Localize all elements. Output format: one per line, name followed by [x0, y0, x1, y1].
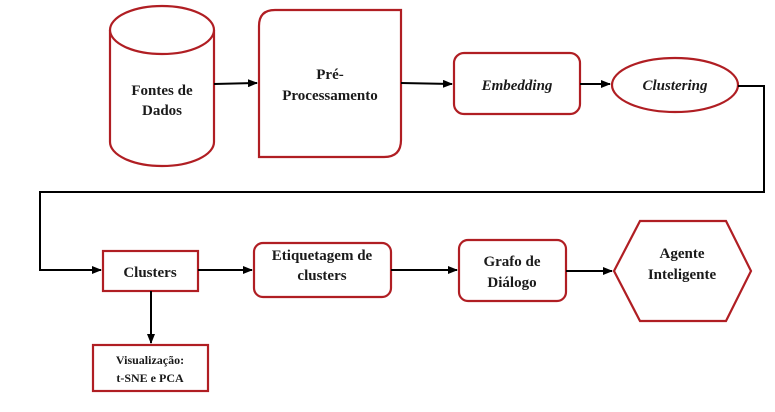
arrow-clustering-to-clusters	[39, 85, 765, 274]
grafo-label-line1: Grafo de	[483, 254, 540, 270]
node-etiquetagem: Etiquetagem de clusters	[252, 241, 393, 299]
node-agente-inteligente: Agente Inteligente	[612, 219, 753, 323]
visualizacao-label-line1: Visualização:	[116, 353, 184, 367]
node-pre-processamento: Pré- Processamento	[257, 8, 403, 159]
pre-label-line2: Processamento	[282, 88, 378, 104]
arrow-fontes-to-pre	[213, 79, 258, 88]
node-embedding: Embedding	[452, 51, 582, 116]
node-grafo-de-dialogo: Grafo de Diálogo	[457, 238, 568, 303]
arrow-pre-to-embedding	[400, 79, 453, 88]
fontes-label-line2: Dados	[142, 103, 182, 119]
node-clustering: Clustering	[610, 56, 740, 114]
fontes-label-line1: Fontes de	[131, 83, 193, 99]
grafo-label-line2: Diálogo	[487, 275, 536, 291]
etiquetagem-label-line2: clusters	[297, 268, 346, 284]
embedding-label: Embedding	[481, 78, 553, 94]
etiquetagem-label-line1: Etiquetagem de	[272, 248, 373, 264]
clusters-label: Clusters	[123, 265, 176, 281]
clustering-label: Clustering	[642, 78, 708, 94]
visualizacao-label-line2: t-SNE e PCA	[116, 371, 184, 385]
node-clusters: Clusters	[101, 249, 200, 293]
node-fontes-de-dados: Fontes de Dados	[108, 4, 216, 168]
node-visualizacao: Visualização: t-SNE e PCA	[91, 343, 210, 393]
agente-label-line2: Inteligente	[648, 267, 717, 283]
pre-label-line1: Pré-	[316, 67, 343, 83]
agente-label-line1: Agente	[660, 246, 705, 262]
